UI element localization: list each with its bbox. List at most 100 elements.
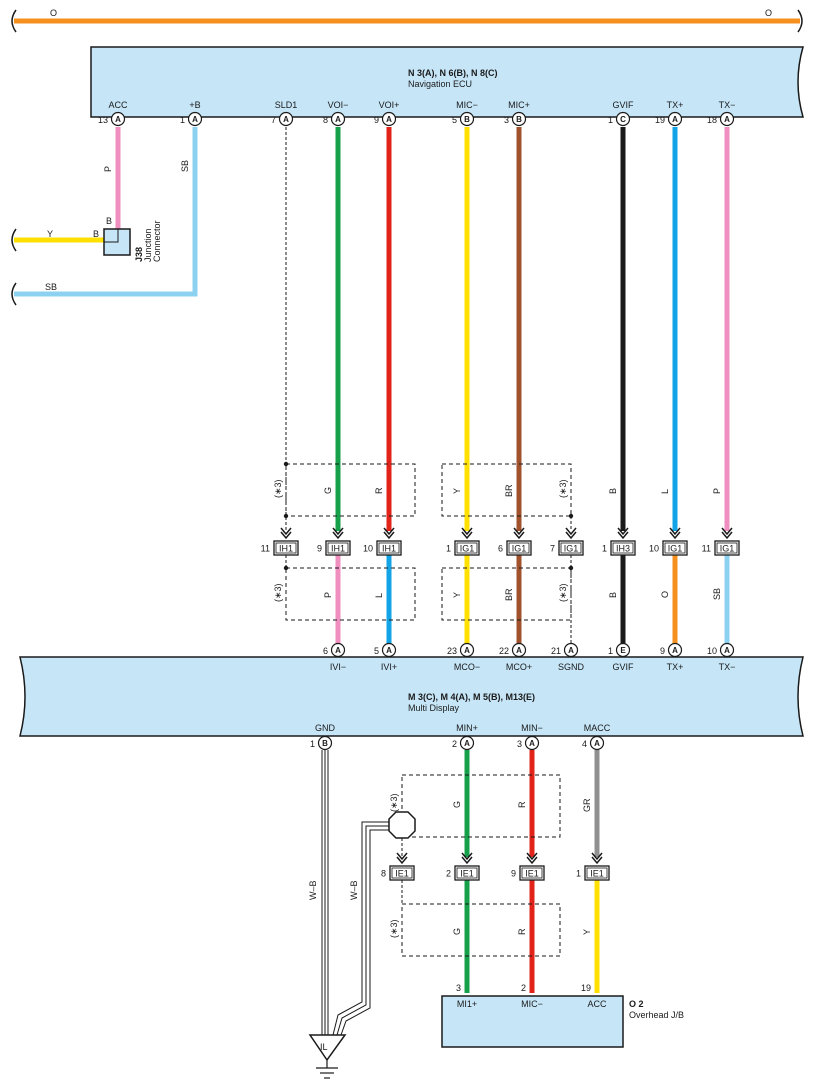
md-pin-connector: E (620, 646, 626, 655)
nav-pin-connector: A (672, 115, 678, 124)
connector-pin-number: 8 (381, 869, 386, 879)
overhead-jb-name: Overhead J/B (629, 1010, 684, 1020)
connector-code: IH1 (279, 544, 293, 554)
nav-pin-number: 9 (374, 115, 379, 125)
nav-pin-name: +B (189, 100, 200, 110)
connector-code: IG1 (512, 544, 527, 554)
md-pin-number: 22 (499, 646, 509, 656)
connector-code: IH1 (382, 544, 396, 554)
ojb-pin-name: ACC (587, 999, 607, 1009)
shield-note: (∗3) (558, 583, 568, 602)
md-pin-number: 2 (452, 739, 457, 749)
junction-pin-top: B (106, 216, 112, 226)
connector-pin-number: 1 (576, 869, 581, 879)
ojb-pin-name: MIC− (521, 999, 543, 1009)
connector-pin-number: 11 (261, 544, 270, 554)
md-pin-connector: A (335, 646, 341, 655)
md-pin-number: 1 (310, 739, 315, 749)
wire-color-label: Y (582, 929, 592, 935)
nav-pin-number: 19 (655, 115, 665, 125)
nav-pin-number: 1 (608, 115, 613, 125)
nav-pin-circles: A A A A A B B C A A (110, 111, 735, 127)
connector-pin-number: 1 (446, 544, 451, 554)
wire-color-label: P (323, 592, 333, 598)
nav-pin-number: 3 (504, 115, 509, 125)
md-pin-number: 21 (551, 646, 561, 656)
nav-ecu-code: N 3(A), N 6(B), N 8(C) (408, 68, 498, 78)
wire-color-label: W–B (349, 880, 359, 900)
md-pin-connector: A (529, 739, 535, 748)
nav-ecu-name: Navigation ECU (408, 79, 472, 89)
top-bus-left-label: O (50, 8, 57, 18)
md-pin-name: SGND (558, 662, 585, 672)
connector-code: IG1 (720, 544, 735, 554)
md-pin-connector: A (464, 739, 470, 748)
ojb-pin-number: 3 (456, 983, 461, 993)
connector-pin-number: 2 (446, 869, 451, 879)
connector-pin-number: 1 (602, 544, 607, 554)
md-pin-name: MACC (584, 723, 611, 733)
upper-shield: (∗3) (∗3) G R Y BR B L P (273, 461, 722, 531)
nav-pin-name: SLD1 (275, 100, 298, 110)
nav-pin-number: 13 (98, 115, 108, 125)
ground-label: IL (320, 1042, 328, 1052)
md-pin-connector: A (724, 646, 730, 655)
nav-pin-name: GVIF (612, 100, 634, 110)
lower-wires (285, 555, 730, 645)
ojb-pin-name: MI1+ (457, 999, 477, 1009)
wire-color-label: GR (582, 798, 592, 812)
md-pin-number: 4 (582, 739, 587, 749)
shield-note: (∗3) (558, 479, 568, 498)
wire-color-label: BR (504, 484, 514, 497)
multi-display-name: Multi Display (408, 703, 460, 713)
md-pin-name: IVI+ (381, 662, 397, 672)
md-pin-circles: A A A A A E A A B A A A (317, 642, 735, 751)
connector-code: IE1 (525, 869, 539, 879)
ojb-pin-number: 2 (521, 983, 526, 993)
md-pin-connector: A (516, 646, 522, 655)
md-pin-number: 23 (447, 646, 457, 656)
nav-pin-name: VOI+ (379, 100, 400, 110)
junction-code: J38 (134, 247, 144, 262)
wire-color-label: R (517, 928, 527, 935)
wire-color-label: SB (712, 588, 722, 600)
wire-color-label: P (103, 166, 113, 172)
nav-pin-name: VOI− (328, 100, 349, 110)
junction-name: Junction (143, 228, 153, 262)
wire-color-label: G (323, 487, 333, 494)
connector-code: IG1 (460, 544, 475, 554)
nav-pin-name: TX+ (667, 100, 684, 110)
md-pin-number: 1 (608, 646, 613, 656)
wire-color-label: Y (452, 488, 462, 494)
connector-pin-number: 10 (363, 544, 373, 554)
wire-color-label: P (712, 488, 722, 494)
md-pin-connector: B (322, 739, 328, 748)
nav-pin-connector: A (335, 115, 341, 124)
md-pin-number: 10 (707, 646, 717, 656)
wire-color-label: B (608, 488, 618, 494)
md-pin-name: GND (315, 723, 336, 733)
md-pin-name: IVI− (330, 662, 346, 672)
wire-color-label: Y (47, 229, 53, 239)
lower-shield: (∗3) (∗3) P L Y BR B O SB (273, 565, 722, 621)
md-pin-name: MIN+ (456, 723, 478, 733)
nav-pin-connector: B (464, 115, 470, 124)
top-bus: O O (11, 8, 803, 33)
ground-icon: IL (308, 1034, 347, 1079)
wire-color-label: B (608, 592, 618, 598)
wire-color-label: G (452, 928, 462, 935)
nav-pin-connector: A (115, 115, 121, 124)
wire-color-label: L (660, 489, 670, 494)
connector-pin-number: 10 (649, 544, 659, 554)
mid-connectors: IH1 IH1 IH1 IG1 IG1 IG1 IH3 IG1 IG1 11 9… (261, 527, 740, 556)
connector-code: IH3 (616, 544, 630, 554)
shield-note: (∗3) (273, 479, 283, 498)
md-pin-connector: A (386, 646, 392, 655)
wire-color-label: BR (504, 588, 514, 601)
wire-color-label: G (452, 801, 462, 808)
nav-pin-number: 7 (271, 115, 276, 125)
connector-pin-number: 11 (702, 544, 711, 554)
md-pin-name: GVIF (612, 662, 634, 672)
connector-code: IG1 (668, 544, 683, 554)
